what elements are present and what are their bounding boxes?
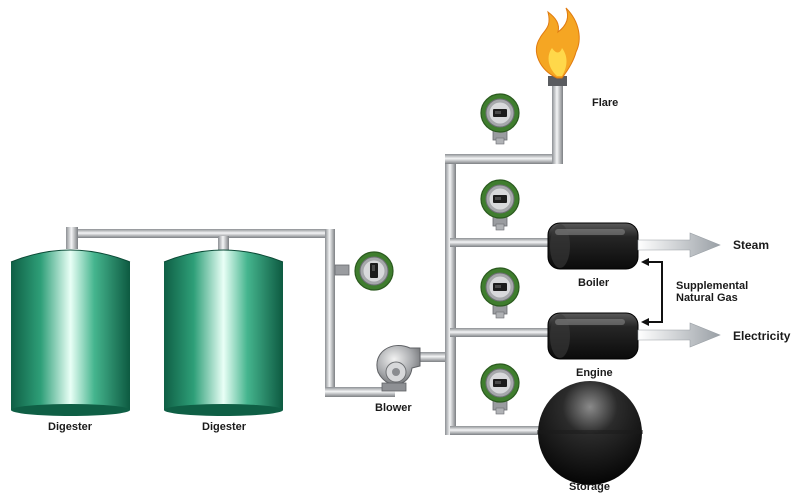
flow-meter-icon-boiler [480,179,520,231]
boiler-label: Boiler [578,277,610,289]
engine-label: Engine [576,367,613,379]
pipe-network [66,76,567,435]
digester-tank-left [10,249,131,416]
digester-tank-right [163,249,284,416]
flow-meter-icon-blower [334,251,394,291]
supplemental-label-line2: Natural Gas [676,292,738,304]
digester-left-label: Digester [48,421,93,433]
blower-icon [376,345,421,392]
flame-icon [535,7,580,79]
supplemental-gas-bracket [641,258,663,326]
engine-vessel [547,312,639,360]
arrow-right-icon-steam [637,232,721,258]
steam-label: Steam [733,238,770,252]
supplemental-label-line1: Supplemental [676,280,749,292]
arrow-right-icon-electricity [637,322,721,348]
flow-meter-icon-engine [480,267,520,319]
electricity-label: Electricity [733,329,791,343]
flow-meter-icon-flare [480,93,520,145]
boiler-vessel [547,222,639,270]
digester-right-label: Digester [202,421,247,433]
storage-label: Storage [569,481,610,493]
storage-sphere [537,381,643,485]
flare-label: Flare [592,97,619,109]
blower-label: Blower [375,402,412,414]
flow-meter-icon-storage [480,363,520,415]
